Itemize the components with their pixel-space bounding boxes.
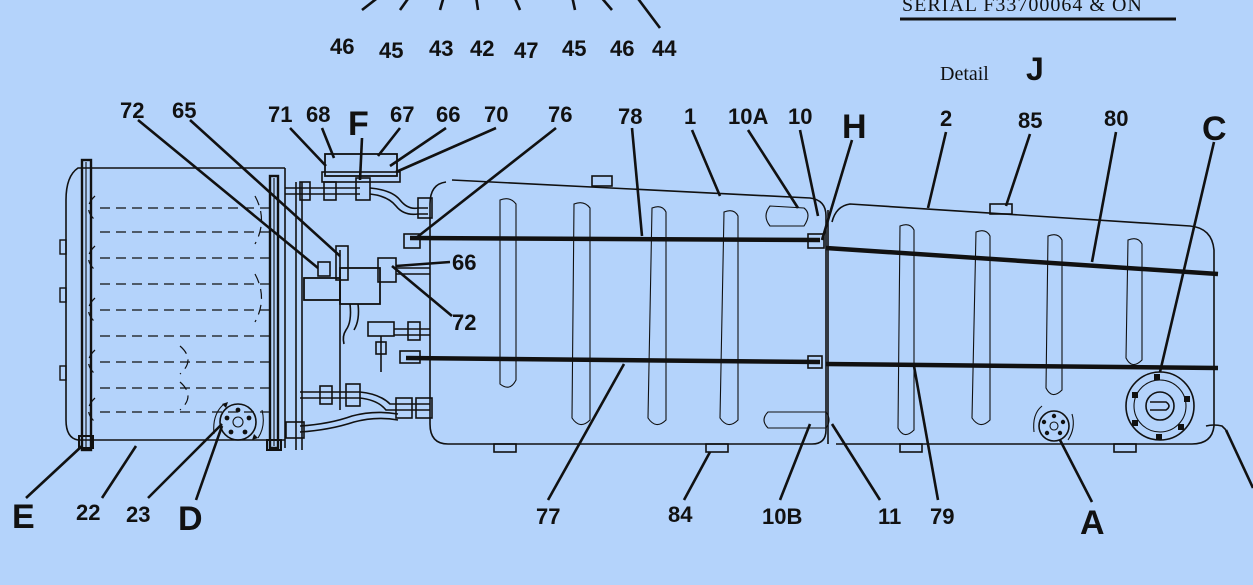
callout-71: 71 [268, 102, 292, 127]
callout-45-b: 45 [562, 36, 586, 61]
left-tank [59, 158, 286, 452]
callout-2: 2 [940, 106, 952, 131]
callout-1: 1 [684, 104, 696, 129]
callout-66-mid: 66 [452, 250, 476, 275]
callout-43: 43 [429, 36, 453, 61]
callout-77: 77 [536, 504, 560, 529]
callout-66-top: 66 [436, 102, 460, 127]
callout-72-top: 72 [120, 98, 144, 123]
callout-10A: 10A [728, 104, 768, 129]
callout-D: D [178, 500, 203, 538]
callout-68: 68 [306, 102, 330, 127]
strap-rods [405, 233, 1219, 371]
callout-22: 22 [76, 500, 100, 525]
callout-45-a: 45 [379, 38, 403, 63]
serial-label: SERIAL F33700064 & ON [902, 0, 1143, 16]
callout-11: 11 [878, 504, 901, 529]
callout-E: E [12, 498, 35, 536]
detail-caption: Detail [940, 63, 989, 85]
callout-H: H [842, 108, 867, 146]
callout-78: 78 [618, 104, 642, 129]
callout-46-a: 46 [330, 34, 354, 59]
callout-80: 80 [1104, 106, 1128, 131]
callout-79: 79 [930, 504, 954, 529]
top-callout-row: 46 45 43 42 47 45 46 44 [330, 0, 677, 63]
callout-A: A [1080, 504, 1105, 542]
lower-callouts: E 22 23 D 77 84 10B 11 79 A [12, 498, 1105, 542]
callout-65: 65 [172, 98, 196, 123]
leader-lines [25, 118, 1253, 503]
callout-10B: 10B [762, 504, 802, 529]
callout-23: 23 [126, 502, 150, 527]
callout-44: 44 [652, 36, 677, 61]
right-tank [827, 203, 1227, 453]
upper-callouts: 72 65 71 68 F 67 66 70 76 78 1 10A 10 H … [120, 98, 1227, 335]
detail-letter: J [1026, 51, 1044, 87]
callout-84: 84 [668, 502, 693, 527]
callout-67: 67 [390, 102, 414, 127]
callout-70: 70 [484, 102, 508, 127]
callout-C: C [1202, 110, 1227, 148]
callout-42: 42 [470, 36, 494, 61]
callout-F: F [348, 105, 369, 143]
callout-72-mid: 72 [452, 310, 476, 335]
callout-76: 76 [548, 102, 572, 127]
callout-46-b: 46 [610, 36, 634, 61]
callout-47: 47 [514, 38, 538, 63]
callout-85: 85 [1018, 108, 1042, 133]
callout-10: 10 [788, 104, 812, 129]
plumbing-assembly [285, 153, 433, 450]
center-tank [429, 175, 830, 453]
